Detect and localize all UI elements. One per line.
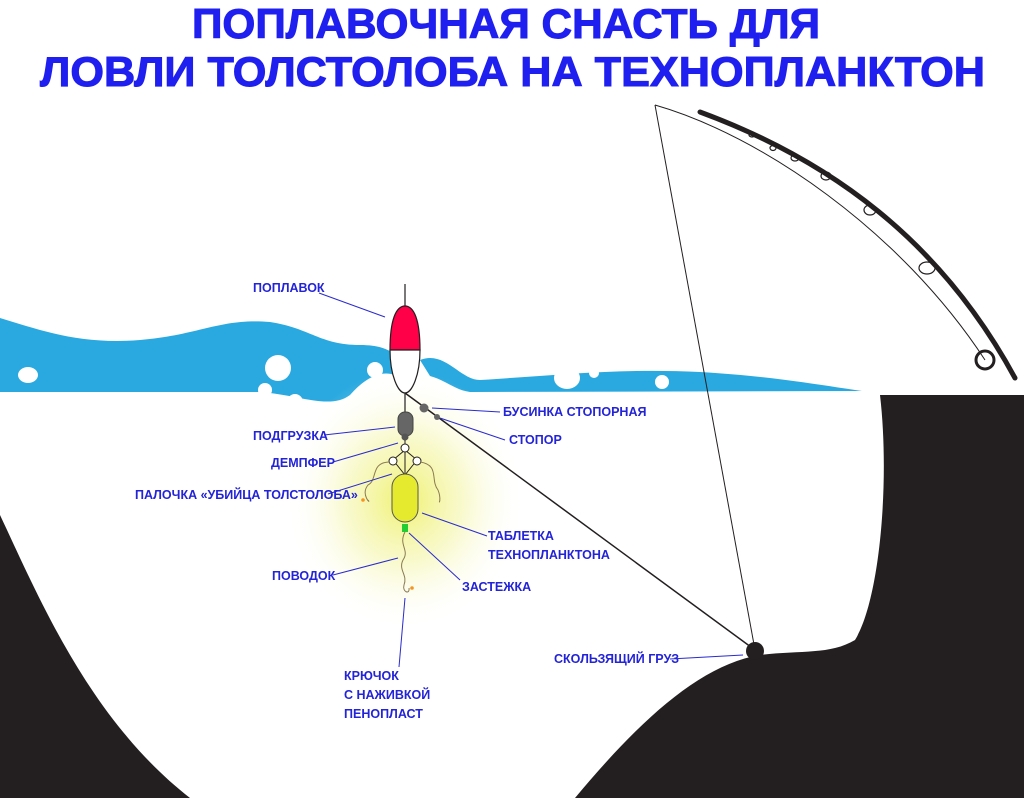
label-hook-1: КРЮЧОК [344, 669, 399, 683]
damper [388, 440, 422, 476]
ground-left [0, 515, 190, 798]
swivel [401, 433, 409, 441]
side-leaders [364, 461, 441, 503]
rod-guides [748, 132, 996, 371]
label-stop-bead: БУСИНКА СТОПОРНАЯ [503, 405, 646, 419]
label-tablet-2: ТЕХНОПЛАНКТОНА [488, 548, 610, 562]
label-leader: ПОВОДОК [272, 569, 336, 583]
label-stick: ПАЛОЧКА «УБИЙЦА ТОЛСТОЛОБА» [135, 487, 358, 502]
main-line [404, 392, 756, 651]
title-line-1: ПОПЛАВОЧНАЯ СНАСТЬ ДЛЯ [192, 0, 820, 47]
ground-right [575, 395, 1024, 798]
label-stopper: СТОПОР [509, 433, 562, 447]
fishing-rod [697, 109, 1018, 381]
label-tablet-1: ТАБЛЕТКА [488, 529, 554, 543]
label-damper: ДЕМПФЕР [271, 456, 335, 470]
rod-line [654, 104, 986, 361]
label-float: ПОПЛАВОК [253, 281, 325, 295]
technoplankton-tablet [391, 473, 419, 523]
stop-bead [419, 403, 429, 413]
label-weight: ПОДГРУЗКА [253, 429, 328, 443]
bait-foam [361, 498, 365, 502]
clasp [402, 524, 408, 532]
hook-bait [410, 586, 414, 590]
bubbles [18, 355, 669, 410]
sliding-sinker [746, 642, 764, 660]
stopper [434, 414, 440, 420]
hook-leader [401, 531, 410, 593]
label-leaders [318, 292, 744, 668]
label-sinker: СКОЛЬЗЯЩИЙ ГРУЗ [554, 651, 679, 666]
float-bottom [389, 349, 421, 394]
label-hook-2: С НАЖИВКОЙ [344, 687, 430, 702]
fishing-line-to-sinker [654, 104, 756, 651]
water-surface [0, 318, 862, 402]
label-hook-3: ПЕНОПЛАСТ [344, 707, 423, 721]
weight [397, 411, 414, 437]
label-clasp: ЗАСТЕЖКА [462, 580, 531, 594]
float-top [389, 305, 421, 351]
title-line-2: ЛОВЛИ ТОЛСТОЛОБА НА ТЕХНОПЛАНКТОН [40, 48, 985, 95]
